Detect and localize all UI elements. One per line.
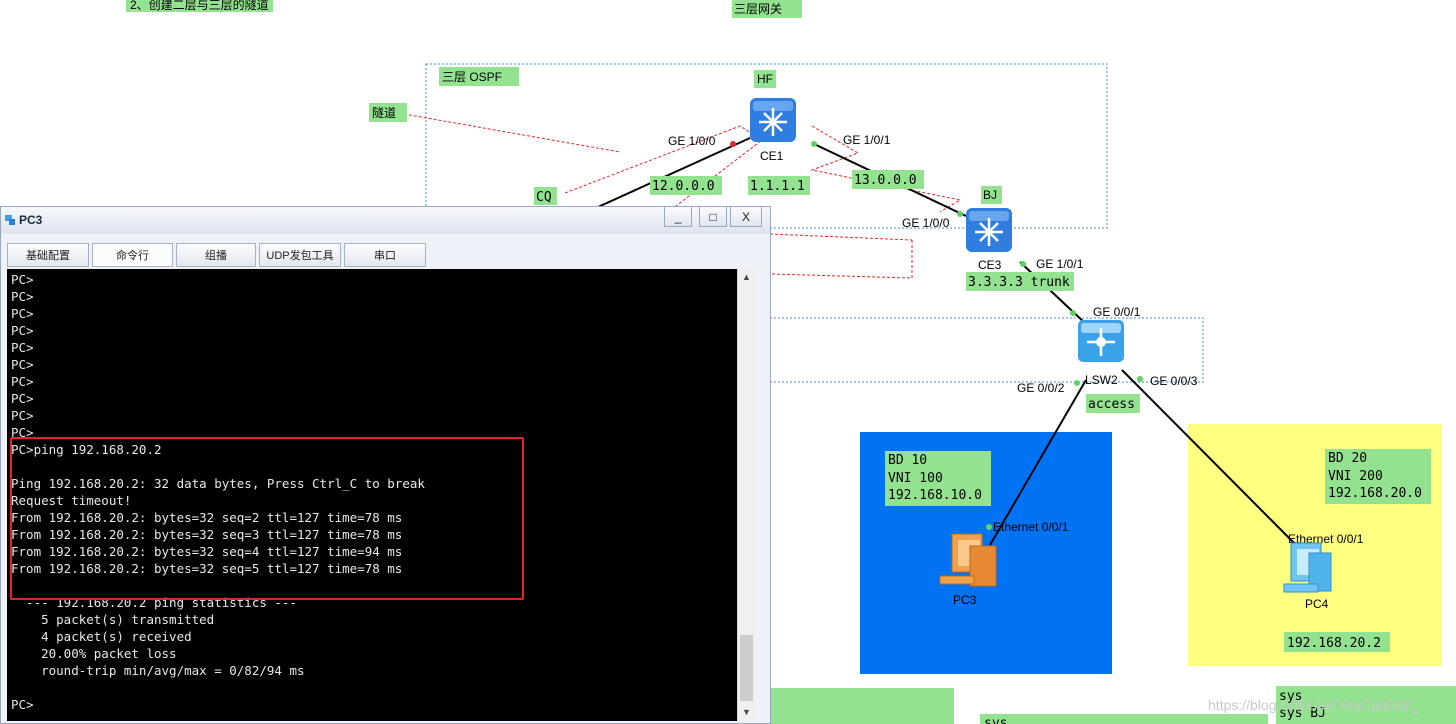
terminal-line: PC> [11, 306, 34, 321]
ping-result-highlight [10, 437, 524, 600]
pc-pc4[interactable]: PC4 [1283, 542, 1332, 611]
sys2-label: sys BJ [1279, 706, 1326, 721]
ce1-ge100-label: GE 1/0/0 [668, 134, 716, 148]
ce1-name: CE1 [760, 149, 784, 163]
bd10-line2: VNI 100 [888, 471, 943, 486]
terminal-line: 4 packet(s) received [11, 629, 192, 644]
gateway-label: 三层网关 [734, 2, 782, 16]
pc3-window[interactable]: PC3 _ □ X 基础配置 命令行 组播 UDP发包工具 串口 PC>PC>P… [0, 206, 771, 724]
tab-command-line[interactable]: 命令行 [92, 243, 173, 267]
net11-label: 1.1.1.1 [750, 179, 805, 194]
terminal-line: Ping 192.168.20.2: 32 data bytes, Press … [11, 476, 425, 491]
terminal-line: From 192.168.20.2: bytes=32 seq=4 ttl=12… [11, 544, 403, 559]
green-labels: 三层网关 三层 OSPF 隧道 CQ HF BJ 12.0.0.0 1.1.1.… [369, 0, 1456, 724]
net13-label: 13.0.0.0 [854, 173, 917, 188]
terminal-line: PC> [11, 323, 34, 338]
close-button[interactable]: X [730, 207, 762, 227]
scroll-up-arrow-icon[interactable]: ▲ [742, 272, 751, 282]
pc3-name: PC3 [953, 593, 977, 607]
terminal-line: PC> [11, 272, 34, 287]
bd10-line3: 192.168.10.0 [888, 488, 982, 503]
window-title: PC3 [19, 213, 43, 227]
terminal-line: 20.00% packet loss [11, 646, 177, 661]
pc-window-icon [5, 215, 15, 225]
terminal-line: PC> [11, 289, 34, 304]
pc4-ip-label: 192.168.20.2 [1287, 636, 1381, 651]
terminal-line: PC> [11, 340, 34, 355]
lsw-ge002-label: GE 0/0/2 [1017, 381, 1065, 395]
port-dots [730, 141, 1143, 530]
window-titlebar[interactable]: PC3 _ □ X [1, 207, 770, 234]
pc-icon [1283, 542, 1332, 593]
pc-icon [939, 533, 997, 587]
sys1-label: sys [1279, 689, 1302, 704]
terminal-line: From 192.168.20.2: bytes=32 seq=2 ttl=12… [11, 510, 403, 525]
terminal-line: round-trip min/avg/max = 0/82/94 ms [11, 663, 305, 678]
hf-label: HF [757, 72, 773, 86]
lsw-ge003-label: GE 0/0/3 [1150, 374, 1198, 388]
terminal-line: PC> [11, 391, 34, 406]
terminal-line: PC> [11, 425, 34, 440]
terminal-line: PC>ping 192.168.20.2 [11, 442, 162, 457]
bd10-line1: BD 10 [888, 453, 927, 468]
lsw-ge001-label: GE 0/0/1 [1093, 305, 1141, 319]
ospf-label: 三层 OSPF [442, 70, 502, 84]
switch-lsw2[interactable]: LSW2 [1078, 320, 1124, 387]
bd20-line1: BD 20 [1328, 451, 1367, 466]
terminal-output[interactable]: PC> PC> PC> PC> PC> PC> PC> PC> PC> PC> PC>ping 19… [7, 269, 737, 721]
lsw2-name: LSW2 [1085, 373, 1118, 387]
terminal-line: PC> [11, 697, 34, 712]
ce3-ge100-label: GE 1/0/0 [902, 216, 950, 230]
tab-udp-tool[interactable]: UDP发包工具 [259, 243, 341, 267]
router-ce1[interactable]: CE1 [750, 98, 796, 163]
ce1-ge101-label: GE 1/0/1 [843, 133, 891, 147]
ce3-ge101-label: GE 1/0/1 [1036, 257, 1084, 271]
top-note-label: 2、创建二层与三层的隧道 [126, 0, 273, 12]
pc3-eth-label: Ethernet 0/0/1 [993, 520, 1069, 534]
scroll-thumb[interactable] [740, 635, 753, 701]
terminal-line: PC> [11, 374, 34, 389]
tab-basic-config[interactable]: 基础配置 [7, 243, 89, 267]
tunnel-label: 隧道 [372, 105, 396, 120]
net12-label: 12.0.0.0 [652, 179, 715, 194]
terminal-line: From 192.168.20.2: bytes=32 seq=5 ttl=12… [11, 561, 403, 576]
scroll-down-arrow-icon[interactable]: ▼ [742, 707, 751, 717]
watermark: https://blog.csdn.net/YouCanDoIt_ [1208, 697, 1420, 713]
tab-serial[interactable]: 串口 [344, 243, 426, 267]
access-label: access [1088, 397, 1135, 412]
bd20-line3: 192.168.20.0 [1328, 486, 1422, 501]
cq-label: CQ [536, 190, 552, 205]
terminal-line: Request timeout! [11, 493, 132, 508]
router-ce3[interactable]: CE3 [966, 208, 1012, 272]
terminal-line: PC> [11, 357, 34, 372]
net3-label: 3.3.3.3 trunk [968, 275, 1070, 290]
sys3-label: sys [984, 716, 1007, 724]
terminal-line: PC> [11, 408, 34, 423]
tab-multicast[interactable]: 组播 [176, 243, 256, 267]
bj-label: BJ [983, 188, 997, 202]
terminal-line: From 192.168.20.2: bytes=32 seq=3 ttl=12… [11, 527, 403, 542]
terminal-line: 5 packet(s) transmitted [11, 612, 215, 627]
terminal-scrollbar[interactable]: ▲ ▼ [737, 269, 755, 721]
pc4-name: PC4 [1305, 597, 1329, 611]
bd20-line2: VNI 200 [1328, 469, 1383, 484]
ospf-box [425, 63, 1108, 229]
maximize-button[interactable]: □ [699, 207, 727, 227]
l2-box [769, 317, 1204, 383]
minimize-button[interactable]: _ [664, 207, 692, 227]
pc-pc3[interactable]: PC3 [939, 533, 997, 607]
ce3-name: CE3 [978, 258, 1002, 272]
